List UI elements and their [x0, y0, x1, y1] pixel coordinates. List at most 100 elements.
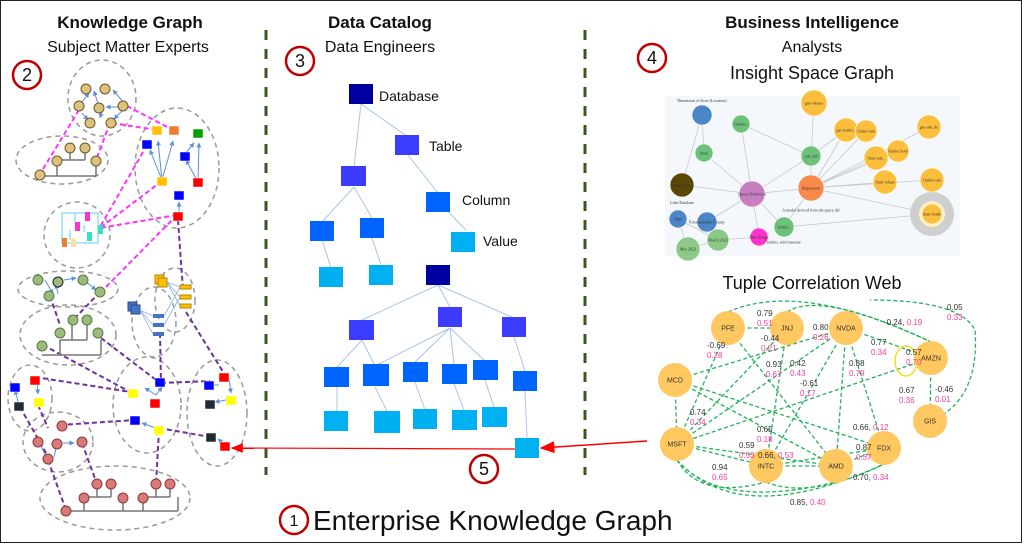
catalog-node-column[interactable]: [426, 192, 450, 212]
entity-square: [168, 125, 180, 136]
ticker-label: FDX: [877, 446, 891, 453]
kg-clusters: [7, 59, 248, 531]
catalog-node-value[interactable]: [451, 232, 475, 252]
isg-node[interactable]: [773, 216, 795, 238]
ticker-node-intc[interactable]: INTC: [749, 449, 783, 483]
catalog-node-table[interactable]: [502, 317, 526, 337]
catalog-node-table[interactable]: [349, 320, 374, 340]
correlation-significance: 0.36: [899, 396, 915, 405]
isg-node[interactable]: [854, 119, 878, 143]
isg-node[interactable]: [731, 114, 751, 134]
catalog-node-value[interactable]: [482, 407, 507, 427]
kg-purple-links: [19, 219, 226, 511]
catalog-node-value[interactable]: [413, 409, 437, 429]
correlation-significance: 0.40: [810, 498, 826, 507]
ticker-node-circle[interactable]: [867, 431, 901, 465]
isg-node[interactable]: [916, 114, 942, 140]
entity-square: [173, 190, 185, 201]
correlation-significance: 0.12: [873, 423, 889, 432]
isg-node[interactable]: [669, 172, 695, 198]
isg-node-label: bottles_sold measure: [767, 240, 801, 245]
correlation-value: -0.61: [800, 379, 819, 388]
isg-node[interactable]: [921, 203, 943, 225]
entity-square: [29, 375, 41, 386]
isg-node[interactable]: [691, 104, 713, 126]
catalog-node-column[interactable]: [310, 221, 334, 241]
kg-blue-arrows: [13, 89, 233, 464]
isg-node[interactable]: [696, 211, 718, 233]
correlation-label: 0.650.18: [757, 425, 773, 444]
ticker-node-circle[interactable]: [770, 311, 804, 345]
isg-node[interactable]: [800, 89, 828, 117]
catalog-node-column[interactable]: [360, 218, 384, 238]
correlation-value: 0.70, 0.34: [853, 473, 889, 482]
isg-node[interactable]: [886, 139, 910, 163]
correlation-edge: [676, 327, 847, 445]
catalog-node-value[interactable]: [374, 411, 400, 433]
isg-node[interactable]: [706, 228, 730, 252]
correlation-value: 0.87: [856, 443, 872, 452]
cluster-ellipse: [15, 135, 109, 185]
isg-node[interactable]: [800, 145, 822, 167]
catalog-node-database[interactable]: [426, 265, 450, 285]
catalog-node-column[interactable]: [473, 360, 498, 380]
entity-square: [154, 377, 166, 388]
ticker-node-msft[interactable]: MSFT: [660, 427, 694, 461]
isg-node[interactable]: [749, 227, 769, 247]
isg-node[interactable]: [797, 174, 825, 202]
ticker-node-amzn[interactable]: AMZN: [914, 341, 948, 375]
ticker-node-amd[interactable]: AMD: [819, 449, 853, 483]
ticker-node-circle[interactable]: [819, 449, 853, 483]
catalog-node-value[interactable]: [515, 438, 539, 458]
isg-edge: [810, 179, 933, 189]
ticker-node-jnj[interactable]: JNJ: [770, 311, 804, 345]
correlation-edge: [676, 327, 729, 445]
isg-node[interactable]: [738, 180, 766, 208]
catalog-node-table[interactable]: [438, 307, 462, 327]
catalog-node-table[interactable]: [395, 135, 419, 155]
ticker-node-fdx[interactable]: FDX: [867, 431, 901, 465]
ticker-node-circle[interactable]: [829, 311, 863, 345]
ticker-node-pfe[interactable]: PFE: [711, 311, 745, 345]
insight-space-graph[interactable]: Dimension of Store (Location)Storevolume…: [665, 89, 960, 262]
kg-cube-cluster: [127, 274, 192, 336]
correlation-value: 0.74: [690, 408, 706, 417]
isg-node[interactable]: [668, 209, 688, 229]
entity-square: [151, 125, 163, 136]
correlation-value: 0.88: [849, 359, 865, 368]
ticker-node-circle[interactable]: [711, 311, 745, 345]
ticker-node-circle[interactable]: [913, 404, 947, 438]
ticker-node-circle[interactable]: [660, 427, 694, 461]
isg-node[interactable]: [863, 145, 889, 171]
ticker-node-mcd[interactable]: MCD: [658, 363, 692, 397]
ticker-node-circle[interactable]: [914, 341, 948, 375]
entity-square: [156, 176, 168, 187]
isg-node[interactable]: [675, 236, 701, 262]
catalog-node-value[interactable]: [369, 265, 393, 285]
catalog-node-value[interactable]: [319, 267, 343, 287]
ticker-node-circle[interactable]: [658, 363, 692, 397]
ticker-node-gis[interactable]: GIS: [913, 404, 947, 438]
ticker-node-nvda[interactable]: NVDA: [829, 311, 863, 345]
correlation-edge: [765, 327, 788, 467]
catalog-node-column[interactable]: [403, 362, 428, 382]
entity-node: [32, 274, 44, 286]
catalog-node-column[interactable]: [513, 371, 537, 391]
catalog-node-column[interactable]: [363, 364, 389, 386]
correlation-label: 0.930.67: [766, 360, 782, 379]
isg-node[interactable]: [919, 167, 945, 193]
isg-node[interactable]: [694, 143, 714, 163]
correlation-significance: 0.33: [947, 313, 963, 322]
catalog-node-column[interactable]: [324, 367, 349, 387]
correlation-significance: 0.26: [813, 333, 829, 342]
catalog-node-value[interactable]: [324, 411, 348, 431]
isg-node-label: March 2023: [708, 238, 727, 243]
ticker-node-circle[interactable]: [749, 449, 783, 483]
catalog-node-column[interactable]: [442, 364, 467, 384]
catalog-node-table[interactable]: [341, 166, 366, 186]
isg-node[interactable]: [872, 169, 898, 195]
catalog-node-value[interactable]: [452, 410, 477, 430]
isg-edge: [740, 123, 812, 157]
catalog-node-database[interactable]: [349, 84, 373, 104]
